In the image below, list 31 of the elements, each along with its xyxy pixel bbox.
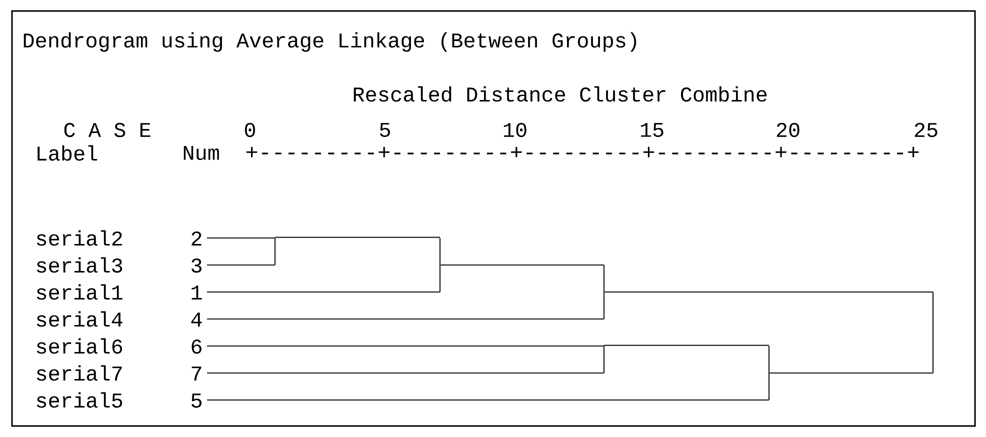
tick-label: 20	[776, 122, 800, 138]
column-heading: Label	[38, 145, 98, 161]
column-heading: Num	[184, 146, 219, 160]
case-row: serial7 7	[36, 365, 202, 381]
axis-caption: Rescaled Distance Cluster Combine	[354, 86, 767, 102]
dendrogram-branch	[207, 372, 604, 374]
dendrogram-branch	[440, 264, 604, 266]
column-heading: C A S E	[64, 122, 150, 138]
dendrogram-branch	[207, 291, 440, 293]
tick-label: 5	[380, 122, 390, 138]
case-row: serial4 4	[36, 311, 202, 327]
tick-label: 10	[504, 122, 526, 138]
tick-label: 25	[914, 122, 938, 138]
axis-scale: +---------+---------+---------+---------+---------+	[246, 146, 919, 158]
dendrogram-branch	[604, 291, 933, 293]
case-row: serial3 3	[36, 257, 202, 273]
case-row: serial6 6	[36, 338, 202, 354]
case-row: serial5 5	[36, 392, 202, 408]
dendrogram-branch	[275, 236, 440, 238]
case-row: serial2 2	[36, 230, 202, 246]
dendrogram-branch	[207, 237, 275, 239]
dendrogram-branch	[207, 318, 604, 320]
title: Dendrogram using Average Linkage (Between Groups)	[24, 32, 636, 52]
dendrogram-branch	[604, 344, 769, 346]
case-row: serial1 1	[36, 284, 202, 300]
dendrogram-branch	[207, 264, 275, 266]
tick-label: 15	[640, 122, 664, 138]
dendrogram-branch	[770, 372, 933, 374]
dendrogram-branch	[207, 345, 604, 347]
dendrogram-branch	[207, 399, 769, 401]
tick-label: 0	[244, 122, 255, 138]
